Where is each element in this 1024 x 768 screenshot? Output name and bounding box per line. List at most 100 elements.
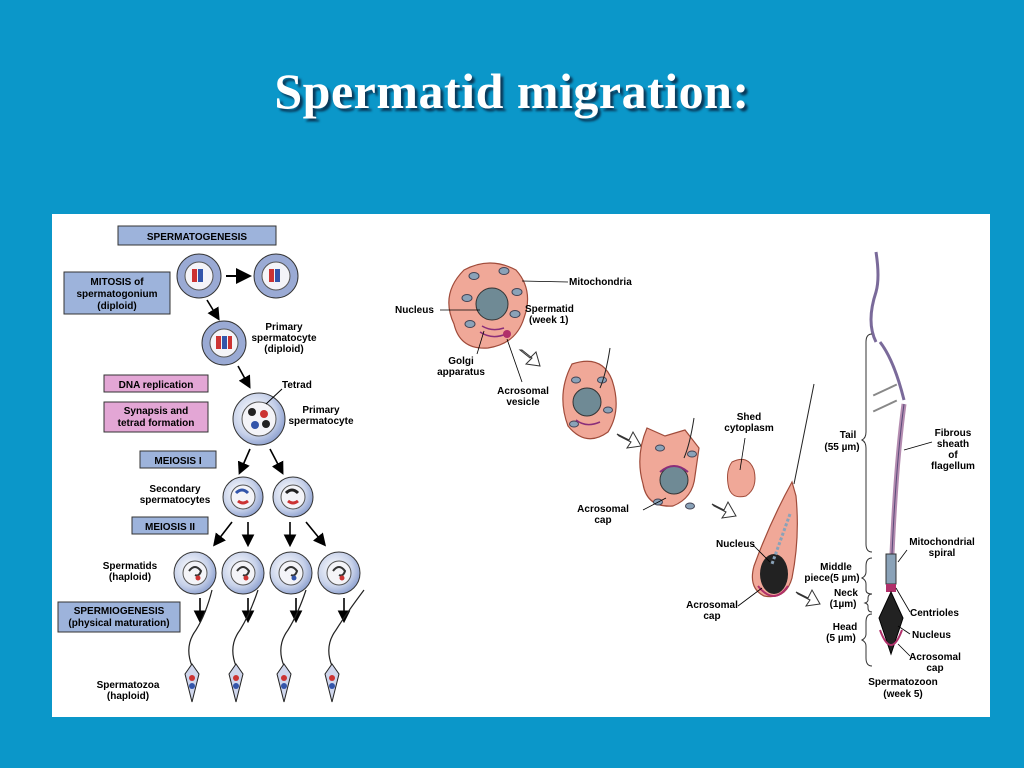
primary-spermatocyte-diploid-cell [201,320,247,366]
label-mitochondria: Mitochondria [569,277,632,288]
label-mito-spiral-1: Mitochondrial [909,537,975,548]
pointer-shed-cytoplasm [739,437,746,471]
label-acrosomal-vesicle-1: Acrosomal [497,386,549,397]
label-primary-spermatocyte-diploid-3: (diploid) [264,344,303,355]
box-synapsis-line2: tetrad formation [118,418,195,429]
box-spermatogenesis: SPERMATOGENESIS [117,225,277,246]
box-meiosis2-text: MEIOSIS II [145,522,195,533]
arrow-meiosis1-right [269,448,284,475]
pointer-golgi [476,330,485,355]
label-head-2: (5 µm) [826,633,856,644]
label-spermatid-2: (week 1) [529,315,568,326]
box-meiosis1-text: MEIOSIS I [154,456,201,467]
label-acrosomal-cap-2b: cap [703,611,720,622]
label-golgi-1: Golgi [448,356,474,367]
label-fibrous-2: sheath [937,439,969,450]
label-acrosomal-cap-1b: cap [594,515,611,526]
box-spermiogenesis-line2: (physical maturation) [68,618,169,629]
box-synapsis: Synapsis and tetrad formation [103,401,209,433]
label-acrosomal-cap-3b: cap [926,663,943,674]
label-acrosomal-cap-1a: Acrosomal [577,504,629,515]
label-primary-spermatocyte-1: Primary [302,405,340,416]
label-tail-2: (55 µm) [824,442,859,453]
label-spermatozoa-1: Spermatozoa [97,680,160,691]
sperm-tails [188,589,365,667]
label-primary-spermatocyte-diploid-2: spermatocyte [251,333,316,344]
pointer-centrioles [895,587,911,613]
label-fibrous-1: Fibrous [935,428,972,439]
label-fibrous-3: of [948,450,958,461]
arrow-to-tetrad [237,365,251,389]
spermatid-cell-2 [221,551,265,595]
label-mito-spiral-2: spiral [929,548,956,559]
arrow-meiosis2-1 [213,521,233,547]
arrow-to-primary [206,299,220,321]
label-middle-piece-2: piece(5 µm) [804,573,859,584]
label-middle-piece-1: Middle [820,562,852,573]
box-meiosis1: MEIOSIS I [139,450,217,469]
pointer-acrosomal-vesicle [506,338,523,383]
box-spermiogenesis-line1: SPERMIOGENESIS [74,606,165,617]
arrow-meiosis2-4 [305,521,327,547]
label-spermatids-2: (haploid) [109,572,151,583]
primary-spermatocyte-tetrad-cell [232,392,286,446]
box-synapsis-line1: Synapsis and [124,406,188,417]
box-spermatogenesis-text: SPERMATOGENESIS [147,232,248,243]
box-meiosis2: MEIOSIS II [131,516,209,535]
spermatid-stage2-cell [562,347,617,440]
label-spermatozoon-2: (week 5) [883,689,922,700]
label-neck-1: Neck [834,588,858,599]
label-neck-2: (1µm) [830,599,857,610]
label-spermatids-1: Spermatids [103,561,158,572]
transition-arrow-4 [795,588,821,607]
label-spermatozoon-1: Spermatozoon [868,677,937,688]
box-dna-replication: DNA replication [103,374,209,393]
label-primary-spermatocyte-diploid-1: Primary [265,322,303,333]
pointer-nucleus-mid [751,543,771,563]
label-nucleus-top: Nucleus [395,305,434,316]
box-mitosis-line3: (diploid) [97,301,136,312]
secondary-spermatocyte-cell-1 [222,476,264,518]
spermatid-cell-3 [269,551,313,595]
label-acrosomal-vesicle-2: vesicle [506,397,540,408]
secondary-spermatocyte-cell-2 [272,476,314,518]
spermatid-stage3-cell [639,417,700,510]
arrow-meiosis1-left [237,448,251,475]
label-spermatozoa-2: (haploid) [107,691,149,702]
label-secondary-spermatocytes-2: spermatocytes [140,495,211,506]
box-mitosis: MITOSIS of spermatogonium (diploid) [63,271,171,315]
spermatid-cell-4 [317,551,361,595]
label-tail-1: Tail [840,430,857,441]
spermatid-cells [173,551,361,595]
box-mitosis-line1: MITOSIS of [90,277,144,288]
pointer-nucleus-sperm [897,625,911,635]
label-primary-spermatocyte-2: spermatocyte [288,416,353,427]
spermatozoon-diagram [869,251,907,656]
label-tetrad: Tetrad [282,380,312,391]
spermatogonium-cell-2 [253,253,299,299]
spermatid-cell-1 [173,551,217,595]
box-spermiogenesis: SPERMIOGENESIS (physical maturation) [57,601,181,633]
transition-arrow-3 [711,500,737,519]
label-fibrous-4: flagellum [931,461,975,472]
pointer-mito-spiral [897,549,908,563]
spermatogenesis-diagram: SPERMATOGENESIS MITOSIS of spermatogoniu… [57,225,975,703]
box-dna-replication-text: DNA replication [119,380,194,391]
label-spermatid-1: Spermatid [525,304,574,315]
label-head-1: Head [833,622,857,633]
pointer-acrosomal-cap-3 [897,643,911,657]
label-shed-cytoplasm-2: cytoplasm [724,423,774,434]
label-golgi-2: apparatus [437,367,485,378]
pointer-acrosomal-cap-1 [642,497,667,511]
label-secondary-spermatocytes-1: Secondary [149,484,201,495]
label-nucleus-sperm: Nucleus [912,630,951,641]
spermiogenesis-arrows [193,598,351,624]
transition-arrow-1 [518,349,541,367]
spermatogonium-cell [176,253,222,299]
label-acrosomal-cap-3a: Acrosomal [909,652,961,663]
pointer-mitochondria [521,280,569,283]
spermatid-elongated-cell [751,383,815,598]
transition-arrow-2 [616,430,642,449]
label-shed-cytoplasm-1: Shed [737,412,761,423]
pointer-acrosomal-cap-2 [737,587,763,607]
